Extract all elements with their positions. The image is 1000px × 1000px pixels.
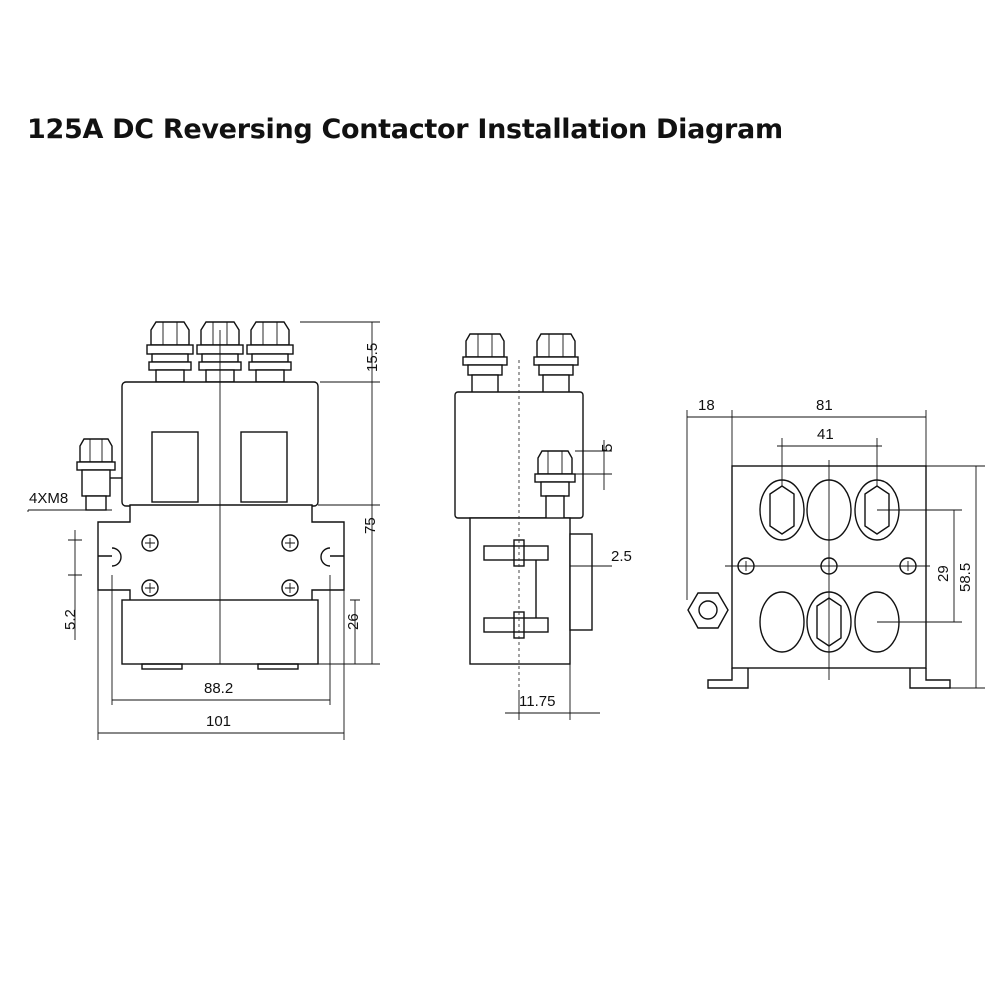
dim-75: 75 [362,517,379,534]
dim-81: 81 [816,397,833,414]
side-bracket [569,533,593,631]
dim-5: 5 [599,444,616,452]
side-view: 5 2.5 11.75 [454,333,632,720]
dim-15-5: 15.5 [364,343,381,372]
dim-11-75: 11.75 [519,693,555,710]
coil-window-left [151,431,199,503]
side-terminal-hex [687,592,729,629]
coil-window-right [240,431,288,503]
terminal-bolt-right [246,321,294,383]
bottom-view: 18 81 41 29 58.5 [686,397,985,689]
mounting-bracket [97,504,345,611]
dim-29: 29 [935,565,952,582]
dim-2-5: 2.5 [611,548,632,565]
label-4xm8: 4XM8 [29,490,68,507]
front-view: 4XM8 15.5 75 26 5.2 88.2 101 [27,321,381,740]
dim-88-2: 88.2 [204,680,233,697]
terminal-bolt-side-left [462,333,508,394]
dim-101: 101 [206,713,231,730]
diagram-title: 125A DC Reversing Contactor Installation… [27,114,783,145]
dim-5-2: 5.2 [62,609,79,630]
dim-26: 26 [345,613,362,630]
dim-58-5: 58.5 [957,563,974,592]
dim-41: 41 [817,426,834,443]
dim-18: 18 [698,397,715,414]
side-lower-body [469,517,571,665]
coil-terminal-side [76,438,122,511]
terminal-bolt-side-right [533,333,579,394]
screw-icon [141,534,299,597]
terminal-bolt-left [146,321,194,383]
